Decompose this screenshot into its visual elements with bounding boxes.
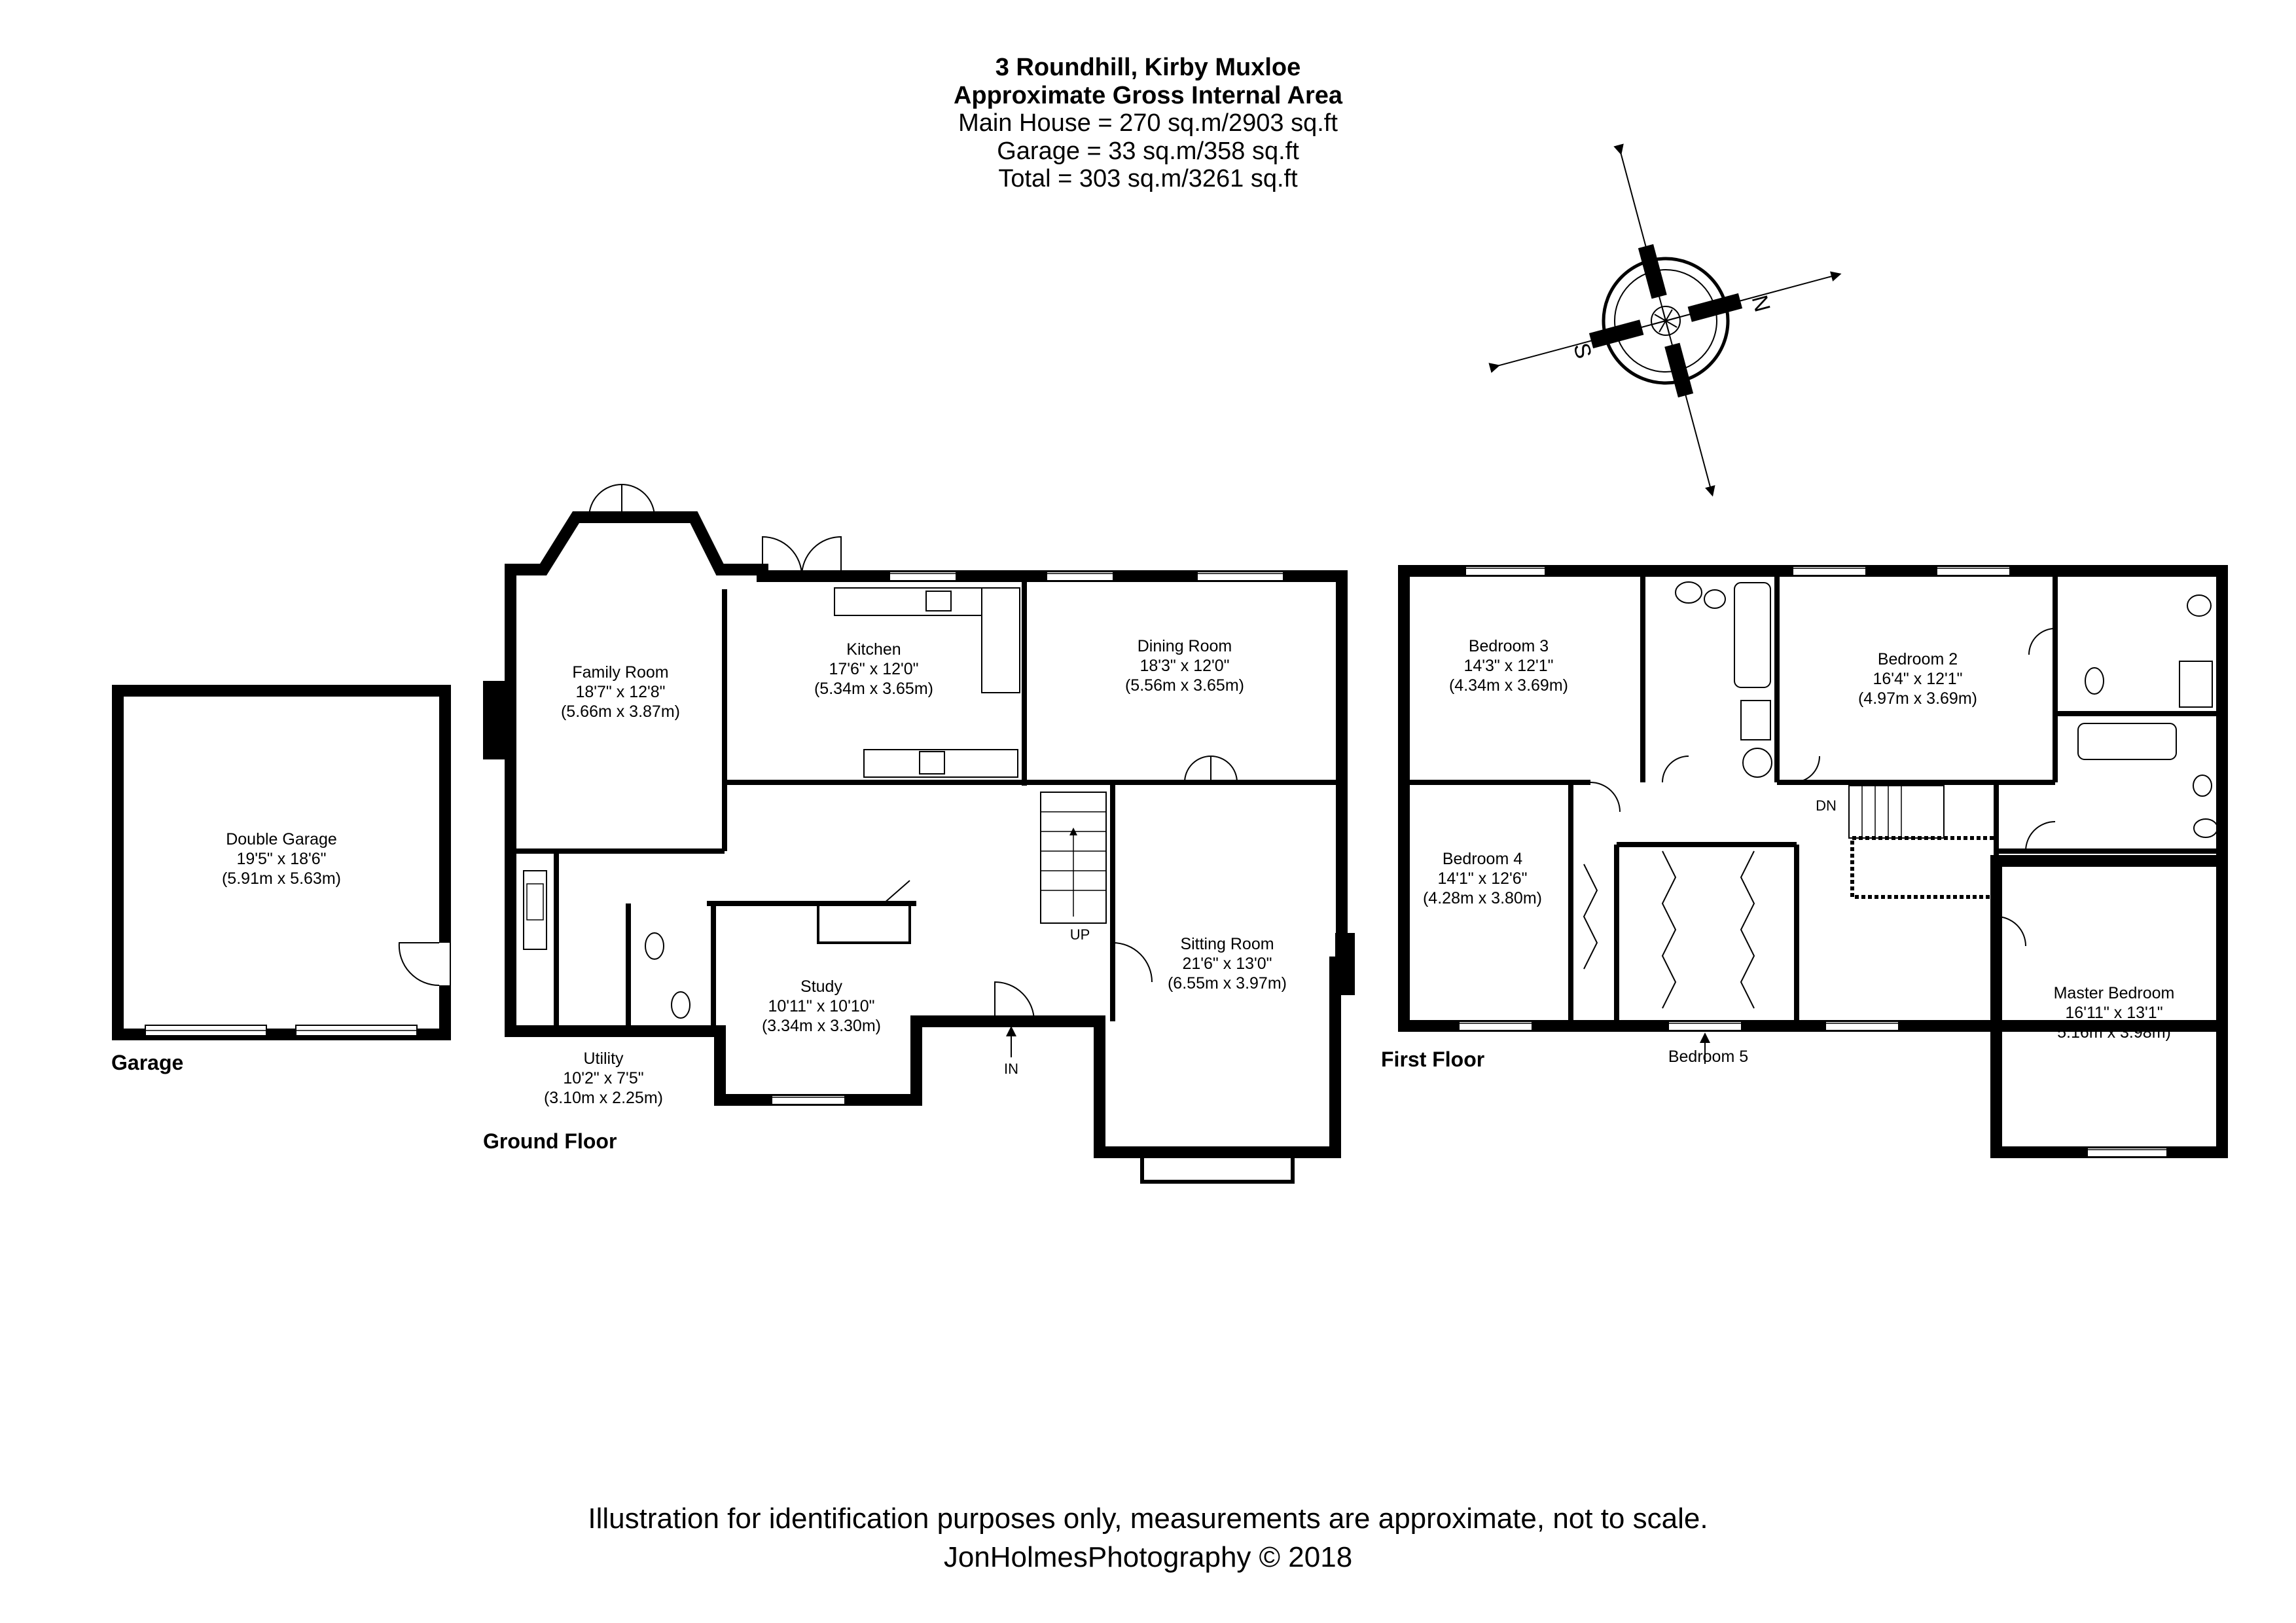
double-garage-imperial: 19'5" x 18'6" [236, 850, 326, 868]
total-area: Total = 303 sq.m/3261 sq.ft [998, 165, 1298, 193]
bedroom-3-imperial: 14'3" x 12'1" [1463, 657, 1553, 675]
bedroom-2-imperial: 16'4" x 12'1" [1873, 670, 1962, 688]
sitting-room-imperial: 21'6" x 13'0" [1182, 955, 1272, 973]
dining-room-metric: (5.56m x 3.65m) [1125, 676, 1244, 695]
compass-north-label: N [1747, 293, 1775, 315]
double-garage-metric: (5.91m x 5.63m) [222, 869, 341, 888]
family-room-imperial: 18'7" x 12'8" [575, 683, 665, 701]
footer: Illustration for identification purposes… [0, 1499, 2296, 1577]
area-subtitle: Approximate Gross Internal Area [953, 81, 1343, 109]
first-floor-label: First Floor [1381, 1048, 1485, 1071]
utility-imperial: 10'2" x 7'5" [563, 1069, 643, 1087]
utility-name: Utility [583, 1049, 624, 1068]
dining-room-name: Dining Room [1138, 637, 1232, 655]
property-title: 3 Roundhill, Kirby Muxloe [995, 54, 1301, 81]
bedroom-4-metric: (4.28m x 3.80m) [1423, 889, 1542, 907]
sitting-room-metric: (6.55m x 3.97m) [1168, 974, 1287, 993]
kitchen-name: Kitchen [846, 640, 901, 659]
master-bedroom-name: Master Bedroom [2054, 984, 2175, 1002]
entrance-marker: IN [1004, 1061, 1018, 1077]
bedroom-5-name: Bedroom 5 [1668, 1048, 1748, 1066]
bedroom-3-name: Bedroom 3 [1469, 637, 1549, 655]
sitting-room-name: Sitting Room [1180, 935, 1274, 953]
utility-metric: (3.10m x 2.25m) [544, 1089, 663, 1107]
kitchen-metric: (5.34m x 3.65m) [814, 680, 933, 698]
master-bedroom-imperial: 16'11" x 13'1" [2065, 1004, 2162, 1022]
family-room-name: Family Room [572, 663, 668, 682]
bedroom-4-imperial: 14'1" x 12'6" [1437, 869, 1527, 888]
compass-south-label: S [1568, 340, 1596, 361]
garage-plan [112, 685, 451, 1040]
kitchen-imperial: 17'6" x 12'0" [829, 660, 918, 678]
garage-area: Garage = 33 sq.m/358 sq.ft [997, 137, 1299, 165]
bedroom-4-name: Bedroom 4 [1443, 850, 1522, 868]
stairs-down-marker: DN [1816, 797, 1837, 814]
disclaimer-text: Illustration for identification purposes… [588, 1503, 1708, 1535]
main-house-area: Main House = 270 sq.m/2903 sq.ft [958, 109, 1338, 137]
study-imperial: 10'11" x 10'10" [768, 997, 874, 1015]
room-labels: Double Garage 19'5" x 18'6" (5.91m x 5.6… [222, 637, 2174, 1107]
ground-floor-label: Ground Floor [483, 1129, 617, 1153]
study-name: Study [800, 977, 842, 996]
family-room-metric: (5.66m x 3.87m) [561, 702, 680, 721]
credit-text: JonHolmesPhotography © 2018 [943, 1541, 1353, 1574]
bedroom-2-metric: (4.97m x 3.69m) [1858, 689, 1977, 708]
garage-plan-label: Garage [111, 1051, 184, 1074]
title-block: 3 Roundhill, Kirby Muxloe Approximate Gr… [0, 54, 2296, 193]
study-metric: (3.34m x 3.30m) [762, 1017, 881, 1035]
bedroom-2-name: Bedroom 2 [1878, 650, 1958, 668]
master-bedroom-metric: 5.16m x 3.98m) [2057, 1023, 2171, 1042]
dining-room-imperial: 18'3" x 12'0" [1139, 657, 1229, 675]
double-garage-name: Double Garage [226, 830, 337, 848]
first-floor-plan [1398, 565, 2228, 1158]
bedroom-3-metric: (4.34m x 3.69m) [1449, 676, 1568, 695]
compass-rose: N S [1488, 143, 1842, 497]
stairs-up-marker: UP [1070, 926, 1090, 943]
ground-floor-plan [483, 483, 1355, 1184]
